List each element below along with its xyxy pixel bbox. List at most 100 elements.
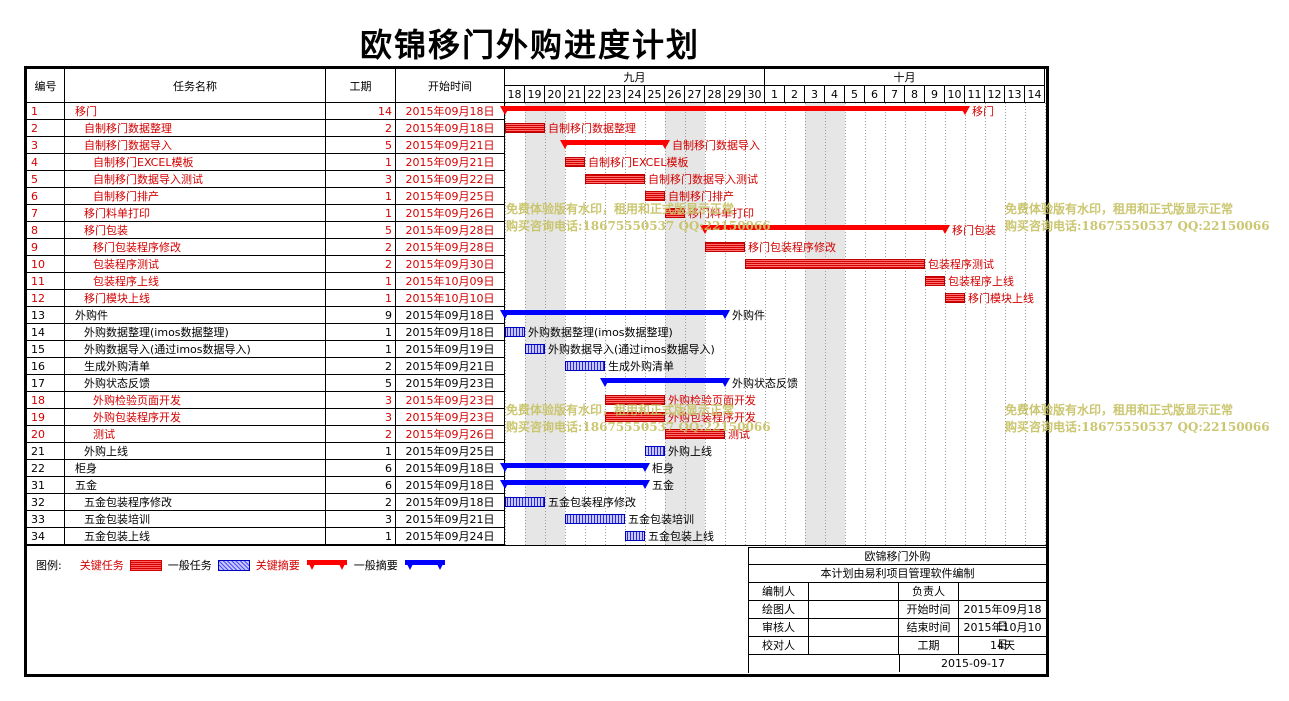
task-start: 2015年09月30日: [396, 256, 505, 273]
day-header-cell: 11: [965, 86, 985, 103]
day-header-cell: 7: [885, 86, 905, 103]
task-name: 外购件: [65, 307, 326, 324]
task-duration: 3: [326, 171, 396, 188]
task-start: 2015年09月18日: [396, 460, 505, 477]
task-start: 2015年09月18日: [396, 324, 505, 341]
watermark-line2-a: 购买咨询电话:18675550537 QQ:22150066: [506, 219, 771, 233]
task-start: 2015年09月23日: [396, 409, 505, 426]
task-duration: 2: [326, 494, 396, 511]
info-note: 本计划由易利项目管理软件编制: [749, 565, 1047, 582]
legend-critical-summary-label: 关键摘要: [255, 559, 300, 572]
task-id: 34: [27, 528, 65, 545]
task-start: 2015年09月18日: [396, 120, 505, 137]
legend-normal-task-swatch: [217, 559, 250, 571]
task-name: 自制移门数据整理: [65, 120, 326, 137]
watermark-line1-c: 免费体验版有水印，租用和正式版显示正常: [506, 403, 735, 417]
task-id: 18: [27, 392, 65, 409]
task-duration: 3: [326, 409, 396, 426]
day-header-cell: 24: [625, 86, 645, 103]
day-header-cell: 18: [505, 86, 525, 103]
task-start: 2015年09月18日: [396, 477, 505, 494]
task-id: 7: [27, 205, 65, 222]
day-header-cell: 12: [985, 86, 1005, 103]
task-name: 外购包装程序开发: [65, 409, 326, 426]
col-header-id: 编号: [27, 69, 65, 103]
day-header-cell: 30: [745, 86, 765, 103]
task-start: 2015年09月26日: [396, 426, 505, 443]
task-name: 自制移门数据导入测试: [65, 171, 326, 188]
task-id: 33: [27, 511, 65, 528]
info-duration-label: 工期: [899, 637, 959, 654]
col-header-name: 任务名称: [65, 69, 326, 103]
task-duration: 5: [326, 375, 396, 392]
task-duration: 1: [326, 154, 396, 171]
info-reviewer-label: 审核人: [749, 619, 809, 636]
task-id: 6: [27, 188, 65, 205]
day-header-cell: 26: [665, 86, 685, 103]
info-start-label: 开始时间: [899, 601, 959, 618]
day-header-cell: 27: [685, 86, 705, 103]
legend-normal-summary-label: 一般摘要: [353, 559, 398, 572]
task-duration: 1: [326, 273, 396, 290]
month-header-oct: 十月: [765, 69, 1045, 86]
task-id: 9: [27, 239, 65, 256]
task-id: 21: [27, 443, 65, 460]
watermark-line2-c: 购买咨询电话:18675550537 QQ:22150066: [506, 420, 771, 434]
info-end-label: 结束时间: [899, 619, 959, 636]
task-name: 外购检验页面开发: [65, 392, 326, 409]
task-name: 外购上线: [65, 443, 326, 460]
day-header-cell: 8: [905, 86, 925, 103]
task-duration: 5: [326, 137, 396, 154]
legend-critical-task-swatch: [129, 559, 162, 571]
task-name: 包装程序上线: [65, 273, 326, 290]
gantt-frame: [24, 66, 1049, 677]
task-id: 2: [27, 120, 65, 137]
task-id: 3: [27, 137, 65, 154]
info-company: 欧锦移门外购: [749, 548, 1047, 565]
day-header-cell: 13: [1005, 86, 1025, 103]
day-header-cell: 21: [565, 86, 585, 103]
task-id: 31: [27, 477, 65, 494]
task-start: 2015年09月28日: [396, 222, 505, 239]
task-id: 13: [27, 307, 65, 324]
task-id: 14: [27, 324, 65, 341]
task-id: 1: [27, 103, 65, 120]
task-start: 2015年09月25日: [396, 188, 505, 205]
day-header-cell: 2: [785, 86, 805, 103]
legend-normal-task-label: 一般任务: [167, 559, 212, 572]
task-duration: 1: [326, 290, 396, 307]
task-duration: 1: [326, 341, 396, 358]
task-start: 2015年09月23日: [396, 375, 505, 392]
legend-label: 图例:: [36, 559, 62, 572]
task-name: 五金: [65, 477, 326, 494]
watermark-line2-d: 购买咨询电话:18675550537 QQ:22150066: [1005, 420, 1270, 434]
task-start: 2015年09月25日: [396, 443, 505, 460]
day-header-cell: 25: [645, 86, 665, 103]
task-id: 10: [27, 256, 65, 273]
day-header-cell: 23: [605, 86, 625, 103]
task-name: 外购数据整理(imos数据整理): [65, 324, 326, 341]
task-duration: 1: [326, 205, 396, 222]
task-duration: 6: [326, 460, 396, 477]
task-name: 包装程序测试: [65, 256, 326, 273]
task-start: 2015年10月10日: [396, 290, 505, 307]
day-header-cell: 20: [545, 86, 565, 103]
task-duration: 1: [326, 443, 396, 460]
task-id: 19: [27, 409, 65, 426]
task-start: 2015年09月19日: [396, 341, 505, 358]
task-name: 移门料单打印: [65, 205, 326, 222]
info-start-value: 2015年09月18日: [959, 601, 1047, 633]
task-id: 5: [27, 171, 65, 188]
task-id: 32: [27, 494, 65, 511]
day-header-cell: 5: [845, 86, 865, 103]
task-start: 2015年09月21日: [396, 511, 505, 528]
task-id: 11: [27, 273, 65, 290]
info-checker-label: 校对人: [749, 637, 809, 654]
task-id: 12: [27, 290, 65, 307]
day-header-cell: 10: [945, 86, 965, 103]
task-id: 22: [27, 460, 65, 477]
task-name: 柜身: [65, 460, 326, 477]
task-name: 外购数据导入(通过imos数据导入): [65, 341, 326, 358]
task-duration: 14: [326, 103, 396, 120]
info-end-value: 2015年10月10日: [959, 619, 1047, 651]
